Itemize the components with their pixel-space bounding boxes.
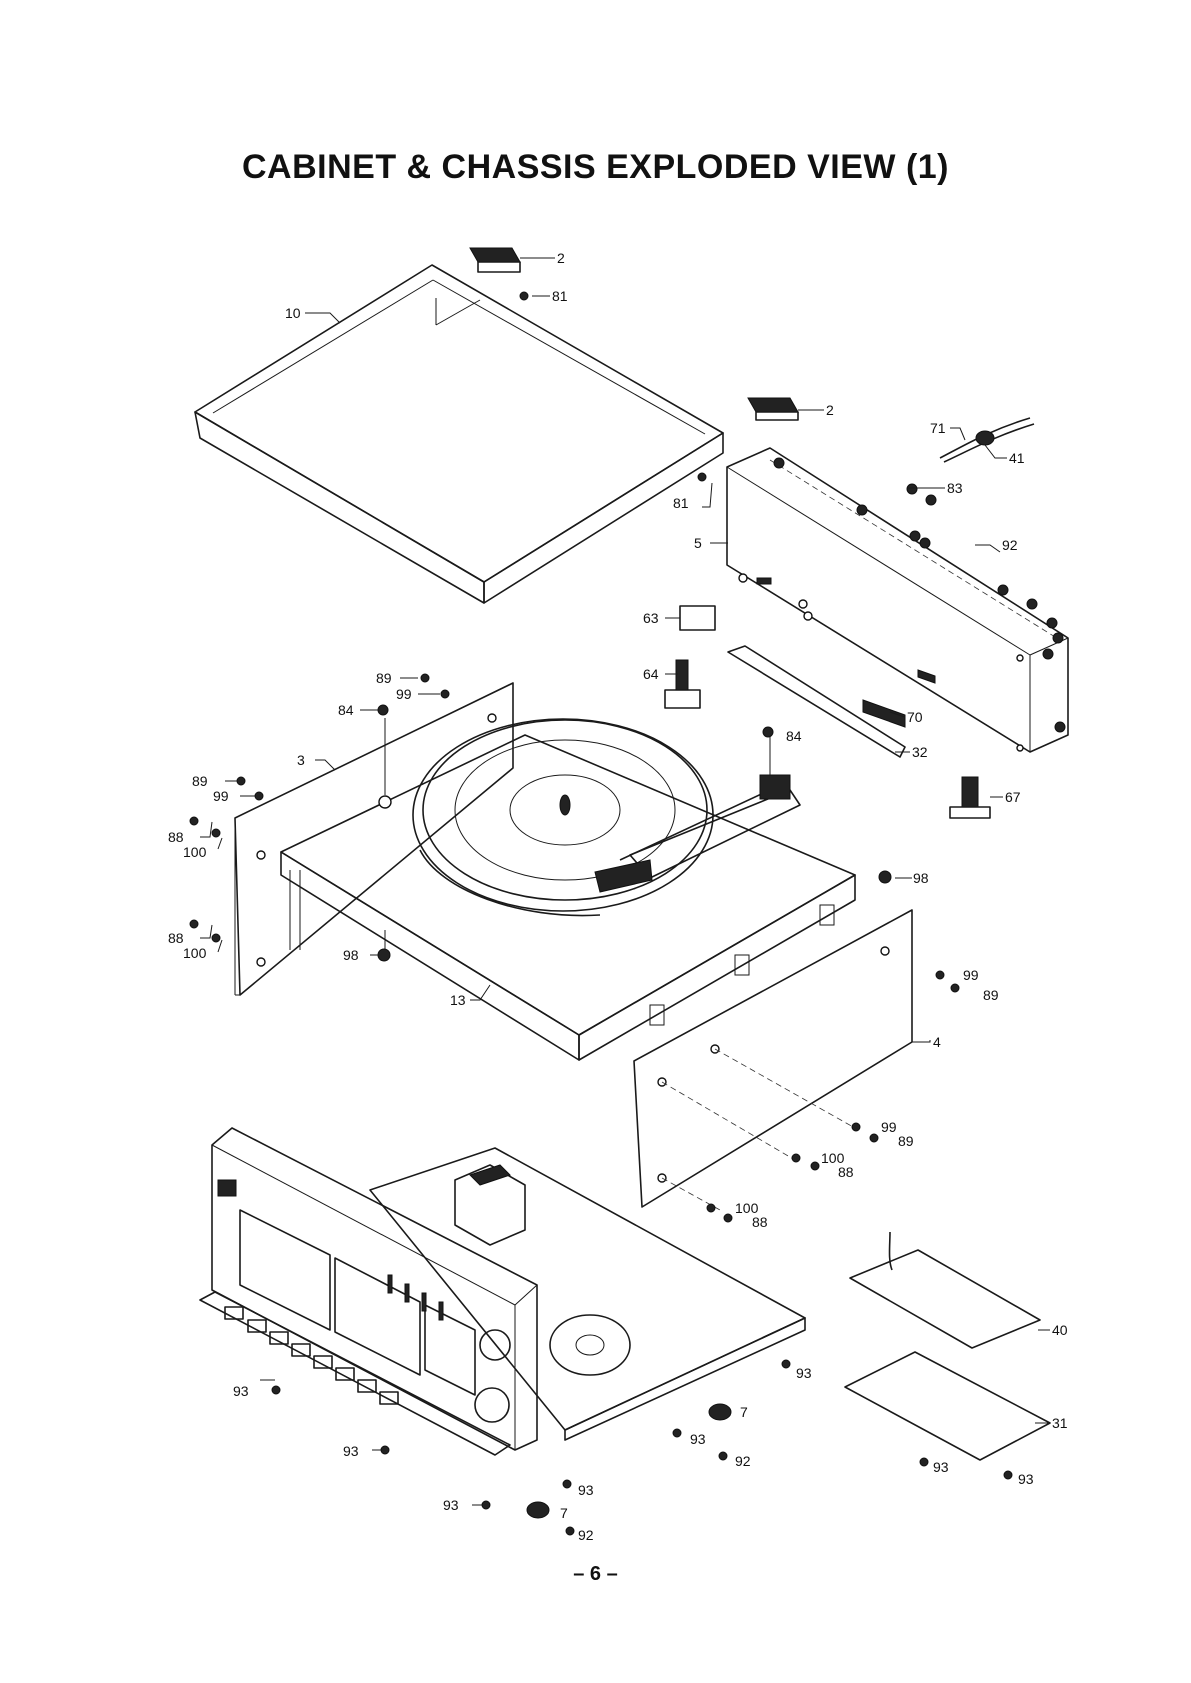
callout-label: 89 (376, 670, 392, 686)
callout-label: 100 (183, 844, 207, 860)
callout-label: 2 (557, 250, 565, 266)
callout-label: 99 (213, 788, 229, 804)
dust-cover-part (195, 265, 723, 603)
callout-label: 3 (297, 752, 305, 768)
callout-label: 31 (1052, 1415, 1068, 1431)
callout-label: 64 (643, 666, 659, 682)
bracket-part (665, 660, 700, 708)
callout-label: 93 (1018, 1471, 1034, 1487)
callout-label: 93 (233, 1383, 249, 1399)
callout-label: 89 (898, 1133, 914, 1149)
hinge-part (470, 248, 520, 272)
callout-label: 93 (443, 1497, 459, 1513)
plate-part (680, 606, 715, 630)
callout-label: 71 (930, 420, 946, 436)
callout-label: 10 (285, 305, 301, 321)
callout-label: 88 (838, 1164, 854, 1180)
callout-label: 88 (168, 930, 184, 946)
mount-screw (379, 796, 391, 808)
insulator-sheet-part (850, 1232, 1040, 1348)
callout-label: 93 (343, 1443, 359, 1459)
callout-label: 4 (933, 1034, 941, 1050)
callout-label: 92 (578, 1527, 594, 1543)
callout-label: 89 (192, 773, 208, 789)
rail-part (728, 646, 905, 757)
callout-label: 100 (183, 945, 207, 961)
jack-part (863, 700, 905, 727)
callout-label: 84 (786, 728, 802, 744)
callout-label: 84 (338, 702, 354, 718)
callout-label: 7 (560, 1505, 568, 1521)
callout-label: 81 (673, 495, 689, 511)
callout-label: 81 (552, 288, 568, 304)
callout-label: 88 (168, 829, 184, 845)
callout-label: 99 (963, 967, 979, 983)
page-number: – 6 – (0, 1563, 1191, 1586)
rear-panel-part (727, 448, 1068, 752)
callout-label: 98 (913, 870, 929, 886)
turntable-platter-part (413, 719, 713, 916)
callout-label: 88 (752, 1214, 768, 1230)
callout-label: 2 (826, 402, 834, 418)
callout-label: 40 (1052, 1322, 1068, 1338)
tonearm-part (595, 775, 800, 892)
callout-label: 41 (1009, 450, 1025, 466)
callout-label: 67 (1005, 789, 1021, 805)
bottom-plate-part (845, 1352, 1050, 1460)
right-side-panel-part (634, 910, 912, 1207)
callout-label: 99 (881, 1119, 897, 1135)
callout-label: 98 (343, 947, 359, 963)
callout-label: 89 (983, 987, 999, 1003)
callout-label: 93 (933, 1459, 949, 1475)
callout-label: 99 (396, 686, 412, 702)
hinge-part (748, 398, 798, 420)
callout-label: 5 (694, 535, 702, 551)
callout-label: 32 (912, 744, 928, 760)
callout-label: 93 (578, 1482, 594, 1498)
callout-label: 92 (735, 1453, 751, 1469)
callout-label: 83 (947, 480, 963, 496)
bracket-part (950, 777, 990, 818)
callout-label: 63 (643, 610, 659, 626)
transformer-part (455, 1165, 525, 1245)
callout-label: 13 (450, 992, 466, 1008)
callout-label: 93 (796, 1365, 812, 1381)
bottom-chassis-part (370, 1148, 805, 1440)
left-side-panel-part (235, 683, 513, 995)
callout-label: 70 (907, 709, 923, 725)
callout-label: 93 (690, 1431, 706, 1447)
rear-panel-screws (774, 458, 1065, 732)
callout-label: 92 (1002, 537, 1018, 553)
cassette-mechanism-part (550, 1315, 630, 1375)
callout-label: 7 (740, 1404, 748, 1420)
screw-marks (190, 292, 1012, 1535)
